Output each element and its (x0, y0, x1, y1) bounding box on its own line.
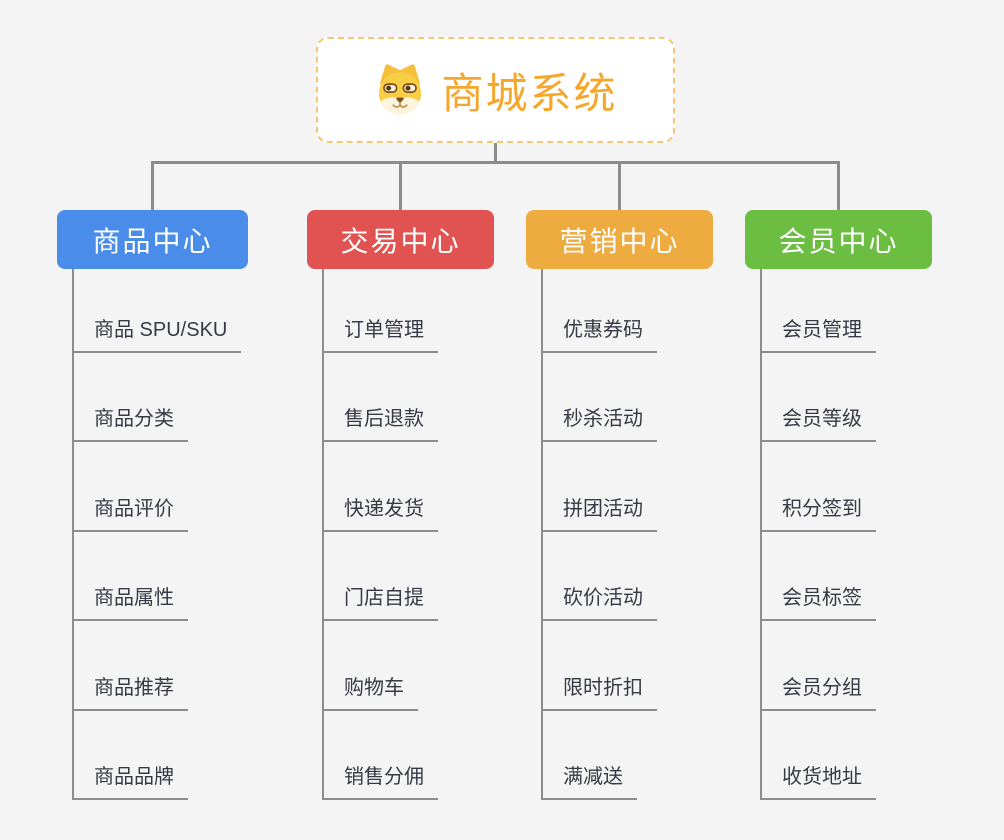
connector-root-stub (494, 143, 497, 164)
leaf-item[interactable]: 门店自提 (322, 581, 438, 621)
leaf-item[interactable]: 商品推荐 (72, 671, 188, 711)
leaf-item[interactable]: 商品评价 (72, 492, 188, 532)
branch-member-center: 会员中心 会员管理 会员等级 积分签到 会员标签 会员分组 收货地址 (745, 210, 932, 840)
leaf-item[interactable]: 秒杀活动 (541, 402, 657, 442)
connector-drop-member (837, 161, 840, 210)
branch-connector-line (760, 269, 762, 800)
branch-connector-line (322, 269, 324, 800)
leaf-item[interactable]: 会员标签 (760, 581, 876, 621)
root-title: 商城系统 (441, 69, 618, 117)
branch-trade-center: 交易中心 订单管理 售后退款 快递发货 门店自提 购物车 销售分佣 (307, 210, 494, 840)
leaf-item[interactable]: 购物车 (322, 671, 418, 711)
connector-drop-product (151, 161, 154, 210)
branch-product-center: 商品中心 商品 SPU/SKU 商品分类 商品评价 商品属性 商品推荐 商品品牌 (57, 210, 248, 840)
branch-node-trade-center[interactable]: 交易中心 (307, 210, 494, 269)
leaf-item[interactable]: 限时折扣 (541, 671, 657, 711)
leaf-item[interactable]: 会员管理 (760, 313, 876, 353)
leaf-item[interactable]: 会员等级 (760, 402, 876, 442)
root-node[interactable]: 商城系统 (316, 37, 675, 143)
branch-node-marketing-center[interactable]: 营销中心 (526, 210, 713, 269)
branch-node-member-center[interactable]: 会员中心 (745, 210, 932, 269)
leaf-item[interactable]: 会员分组 (760, 671, 876, 711)
leaf-item[interactable]: 商品品牌 (72, 760, 188, 800)
branch-node-product-center[interactable]: 商品中心 (57, 210, 248, 269)
leaf-item[interactable]: 商品分类 (72, 402, 188, 442)
leaf-item[interactable]: 满减送 (541, 760, 637, 800)
leaf-item[interactable]: 收货地址 (760, 760, 876, 800)
leaf-item[interactable]: 快递发货 (322, 492, 438, 532)
branch-connector-line (541, 269, 543, 800)
leaf-item[interactable]: 拼团活动 (541, 492, 657, 532)
connector-horizontal (151, 161, 840, 164)
branch-marketing-center: 营销中心 优惠券码 秒杀活动 拼团活动 砍价活动 限时折扣 满减送 (526, 210, 713, 840)
leaf-item[interactable]: 砍价活动 (541, 581, 657, 621)
leaf-item[interactable]: 销售分佣 (322, 760, 438, 800)
leaf-item[interactable]: 商品属性 (72, 581, 188, 621)
leaf-item[interactable]: 售后退款 (322, 402, 438, 442)
leaf-item[interactable]: 商品 SPU/SKU (72, 313, 242, 353)
connector-drop-trade (399, 161, 402, 210)
leaf-item[interactable]: 订单管理 (322, 313, 438, 353)
leaf-item[interactable]: 积分签到 (760, 492, 876, 532)
connector-drop-marketing (618, 161, 621, 210)
branch-connector-line (72, 269, 74, 800)
leaf-item[interactable]: 优惠券码 (541, 313, 657, 353)
dog-face-icon (379, 64, 422, 115)
